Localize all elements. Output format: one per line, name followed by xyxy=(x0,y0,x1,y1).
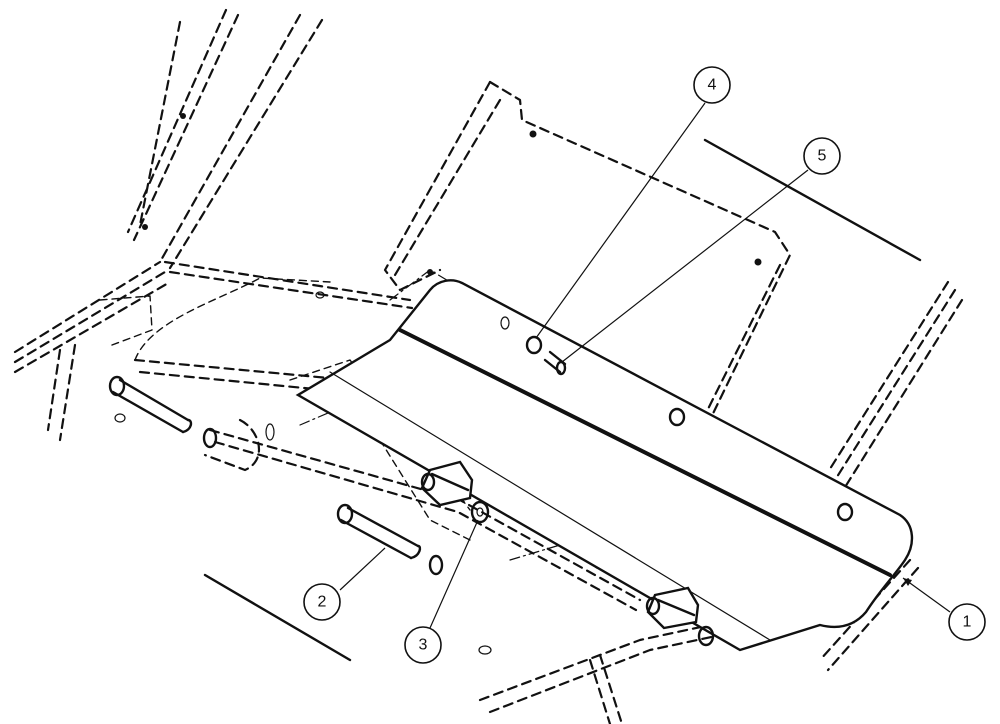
callout-label-4: 4 xyxy=(708,77,717,94)
callout-2: 2 xyxy=(303,547,386,621)
panel-hole xyxy=(836,502,854,522)
hinge-bracket-lower xyxy=(645,586,700,630)
callout-1: 1 xyxy=(902,577,986,641)
callout-label-5: 5 xyxy=(818,148,827,165)
pin-upper xyxy=(108,375,193,434)
panel-hole xyxy=(500,316,510,330)
callout-label-1: 1 xyxy=(963,614,972,631)
callout-4: 4 xyxy=(535,66,731,339)
clip-rings xyxy=(114,291,492,655)
pin-lower xyxy=(336,503,422,560)
hinge-bracket-upper xyxy=(420,460,474,507)
rivet-dots xyxy=(142,113,762,275)
panel-hole xyxy=(668,407,686,427)
nut-part xyxy=(470,500,715,647)
callout-label-3: 3 xyxy=(419,637,428,654)
callout-5: 5 xyxy=(561,137,841,363)
nut-hardware xyxy=(525,335,543,355)
callout-label-2: 2 xyxy=(318,594,327,611)
shield-panel xyxy=(295,279,914,652)
callout-3: 3 xyxy=(404,519,479,664)
